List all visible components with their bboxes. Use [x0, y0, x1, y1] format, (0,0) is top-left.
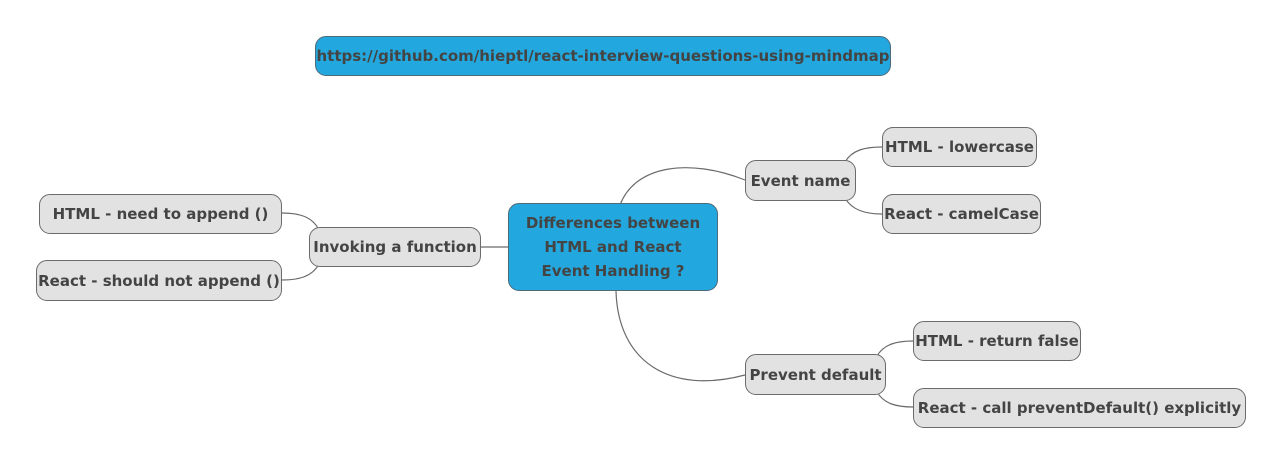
- leaf-react-call-prevent-default: React - call preventDefault() explicitly: [913, 388, 1246, 428]
- branch-invoking-function: Invoking a function: [309, 227, 481, 267]
- leaf-html-need-to-append: HTML - need to append (): [39, 194, 282, 234]
- connector-root-event-name: [619, 167, 746, 206]
- leaf-react-camelcase: React - camelCase: [882, 194, 1041, 234]
- connector-invoking-html: [281, 212, 320, 231]
- leaf-react-call-prevent-default-text: React - call preventDefault() explicitly: [917, 399, 1242, 417]
- connector-root-prevent-default: [615, 290, 746, 382]
- leaf-html-return-false: HTML - return false: [913, 321, 1081, 361]
- leaf-html-lowercase-text: HTML - lowercase: [885, 138, 1034, 156]
- connector-prevent-html: [876, 340, 914, 357]
- leaf-react-camelcase-text: React - camelCase: [884, 205, 1039, 223]
- leaf-react-should-not-append: React - should not append (): [36, 260, 282, 301]
- connector-event-name-react: [844, 197, 883, 215]
- branch-invoking-function-text: Invoking a function: [313, 238, 477, 256]
- repo-link-text: https://github.com/hieptl/react-intervie…: [316, 47, 890, 65]
- branch-event-name-text: Event name: [750, 171, 851, 190]
- connector-invoking-react: [281, 263, 320, 281]
- repo-link-node[interactable]: https://github.com/hieptl/react-intervie…: [315, 36, 891, 76]
- leaf-html-return-false-text: HTML - return false: [915, 332, 1079, 350]
- connector-event-name-html: [844, 146, 883, 163]
- branch-prevent-default-text: Prevent default: [749, 365, 882, 384]
- branch-event-name: Event name: [745, 160, 856, 201]
- leaf-html-need-to-append-text: HTML - need to append (): [52, 205, 269, 223]
- root-node: Differences between HTML and React Event…: [508, 203, 718, 291]
- leaf-html-lowercase: HTML - lowercase: [882, 127, 1037, 167]
- branch-prevent-default: Prevent default: [745, 354, 886, 395]
- leaf-react-should-not-append-text: React - should not append (): [38, 271, 280, 290]
- connector-prevent-react: [876, 391, 914, 408]
- root-node-text: Differences between HTML and React Event…: [525, 214, 701, 280]
